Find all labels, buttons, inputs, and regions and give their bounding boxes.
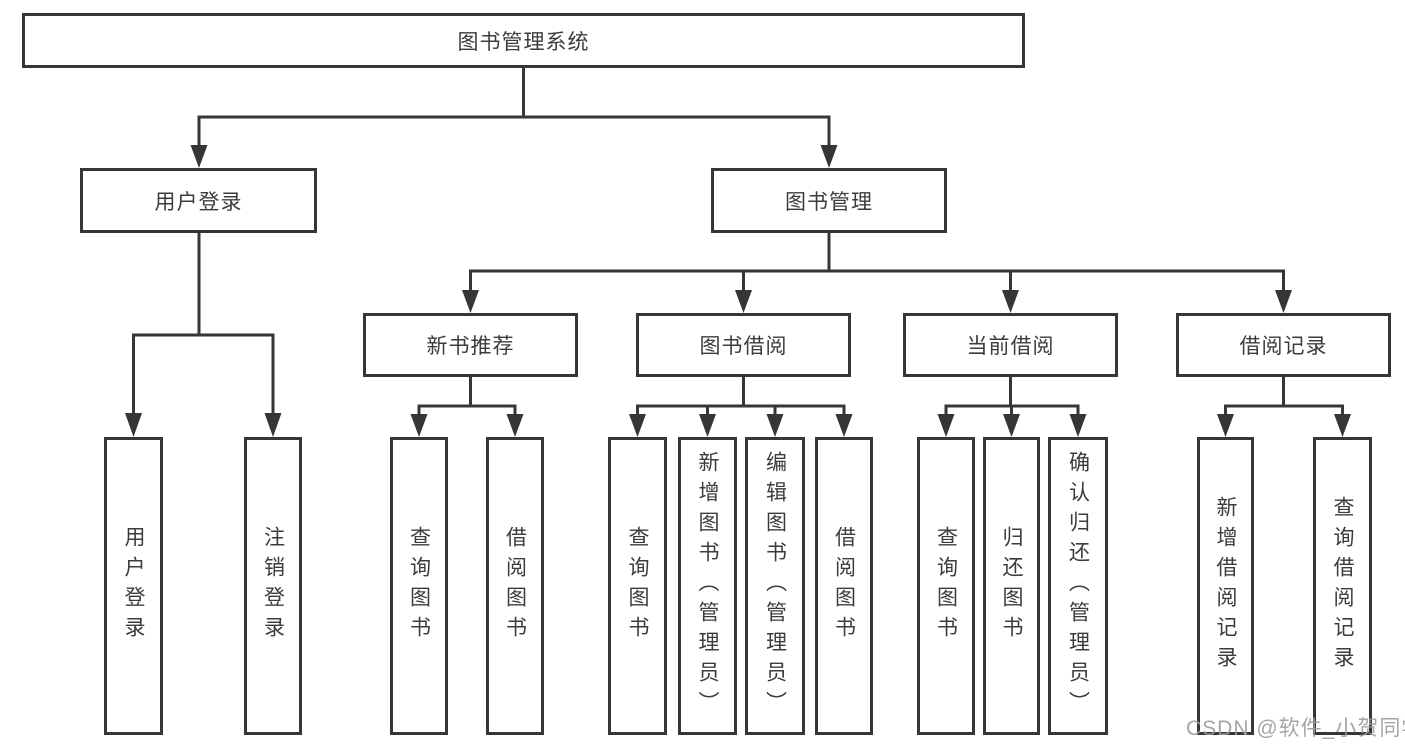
node-library-system: 图书管理系统 <box>22 13 1025 68</box>
node-label: 图书借阅 <box>699 335 788 358</box>
leaf-edit-books-admin: 编辑图书（管理员） <box>745 437 805 735</box>
node-label: 新增图书（管理员） <box>696 451 719 721</box>
leaf-query-borrow-record: 查询借阅记录 <box>1313 437 1372 735</box>
leaf-borrow-books-recommend: 借阅图书 <box>486 437 544 735</box>
node-label: 图书管理系统 <box>457 30 590 54</box>
leaf-user-login: 用户登录 <box>104 437 163 735</box>
leaf-query-books-current: 查询图书 <box>917 437 975 735</box>
node-label: 查询图书 <box>934 526 958 646</box>
node-borrowing-records: 借阅记录 <box>1176 313 1391 377</box>
node-current-borrowing: 当前借阅 <box>903 313 1118 377</box>
node-label: 用户登录 <box>122 526 145 646</box>
node-user-login: 用户登录 <box>80 168 317 233</box>
node-label: 查询借阅记录 <box>1331 496 1354 676</box>
node-new-book-recommend: 新书推荐 <box>363 313 578 377</box>
node-label: 新书推荐 <box>426 335 515 358</box>
leaf-query-books-recommend: 查询图书 <box>390 437 448 735</box>
leaf-query-books-borrow: 查询图书 <box>608 437 667 735</box>
leaf-return-books: 归还图书 <box>983 437 1040 735</box>
node-label: 查询图书 <box>407 526 431 646</box>
node-label: 借阅图书 <box>832 526 856 646</box>
csdn-watermark: CSDN @软件_小贺同学 <box>1186 717 1405 740</box>
node-label: 新增借阅记录 <box>1214 496 1237 676</box>
node-label: 图书管理 <box>785 190 873 214</box>
leaf-add-books-admin: 新增图书（管理员） <box>678 437 737 735</box>
node-label: 借阅图书 <box>503 526 527 646</box>
leaf-add-borrow-record: 新增借阅记录 <box>1197 437 1254 735</box>
node-label: 借阅记录 <box>1239 335 1328 358</box>
node-label: 注销登录 <box>261 526 285 646</box>
node-label: 查询图书 <box>626 526 649 646</box>
leaf-confirm-return-admin: 确认归还（管理员） <box>1048 437 1108 735</box>
node-label: 当前借阅 <box>966 335 1055 358</box>
leaf-logout: 注销登录 <box>244 437 302 735</box>
node-label: 确认归还（管理员） <box>1066 451 1090 721</box>
node-label: 用户登录 <box>154 190 243 214</box>
node-label: 编辑图书（管理员） <box>763 451 787 721</box>
node-book-borrowing: 图书借阅 <box>636 313 851 377</box>
node-book-management: 图书管理 <box>711 168 947 233</box>
arrowheads <box>125 145 1351 437</box>
leaf-borrow-books: 借阅图书 <box>815 437 873 735</box>
node-label: 归还图书 <box>1000 526 1023 646</box>
